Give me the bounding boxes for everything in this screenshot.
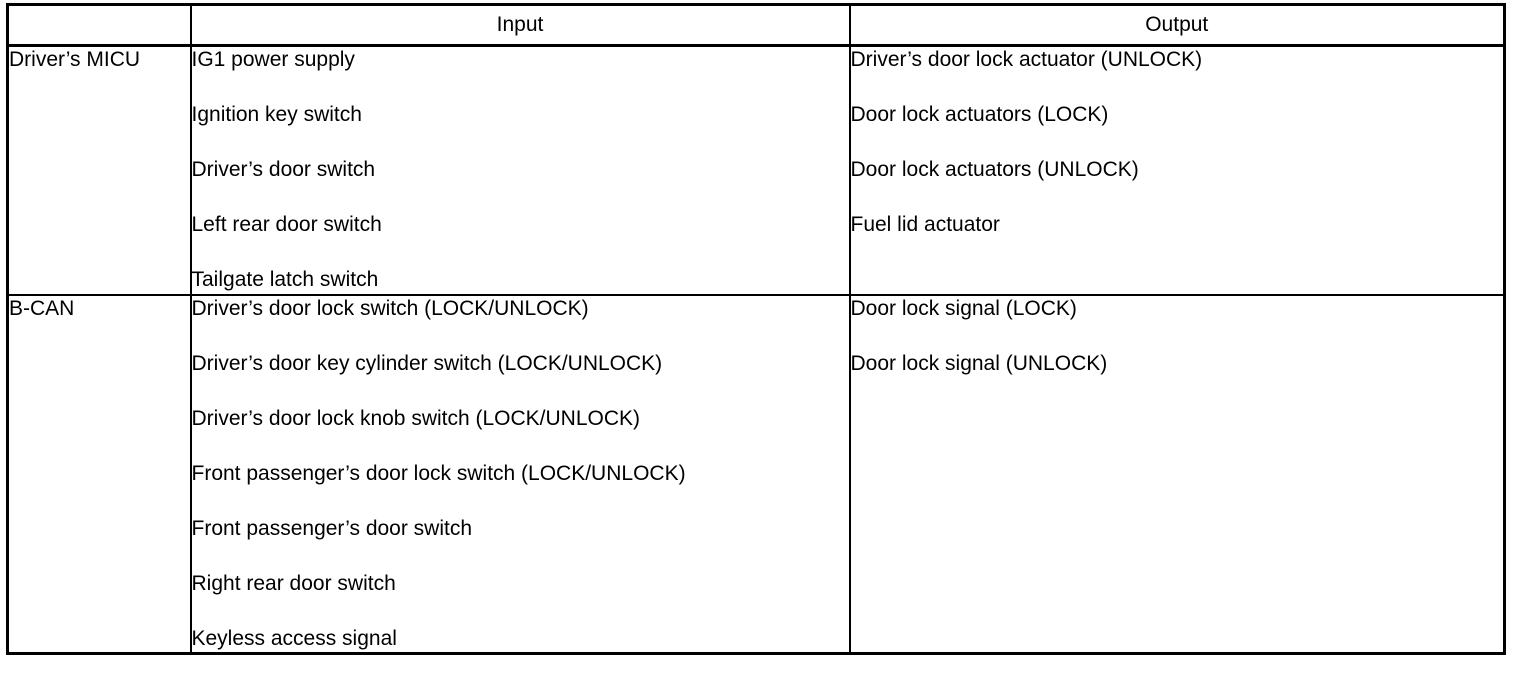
column-header-module [7, 4, 192, 47]
row-module-name: Driver’s MICU [7, 45, 192, 296]
row-output-cell: Driver’s door lock actuator (UNLOCK) Doo… [849, 45, 1505, 296]
list-item: Left rear door switch [191, 213, 382, 236]
row-output-cell: Door lock signal (LOCK) Door lock signal… [849, 295, 1505, 654]
list-item: Fuel lid actuator [850, 213, 1000, 236]
output-list: Door lock signal (LOCK) Door lock signal… [851, 296, 1504, 377]
input-list: IG1 power supply Ignition key switch Dri… [192, 47, 849, 293]
output-list: Driver’s door lock actuator (UNLOCK) Doo… [851, 47, 1504, 238]
list-item: Right rear door switch [191, 572, 396, 595]
list-item: Door lock actuators (LOCK) [850, 103, 1109, 126]
list-item: Door lock signal (LOCK) [850, 297, 1077, 320]
input-output-table: Input Output Driver’s MICU IG1 power sup… [6, 3, 1506, 655]
list-item: Tailgate latch switch [191, 268, 379, 291]
list-item: Driver’s door lock actuator (UNLOCK) [850, 48, 1203, 71]
list-item: Keyless access signal [191, 627, 397, 650]
table-header-row: Input Output [7, 4, 1505, 47]
list-item: Front passenger’s door lock switch (LOCK… [191, 462, 686, 485]
list-item: Door lock signal (UNLOCK) [850, 352, 1108, 375]
list-item: IG1 power supply [191, 48, 355, 71]
list-item: Door lock actuators (UNLOCK) [850, 158, 1139, 181]
list-item: Front passenger’s door switch [191, 517, 473, 540]
column-header-input: Input [190, 4, 851, 47]
row-input-cell: IG1 power supply Ignition key switch Dri… [190, 45, 851, 296]
table-body: Driver’s MICU IG1 power supply Ignition … [7, 45, 1505, 654]
list-item: Driver’s door lock knob switch (LOCK/UNL… [191, 407, 641, 430]
table-row: B-CAN Driver’s door lock switch (LOCK/UN… [7, 295, 1505, 654]
table-row: Driver’s MICU IG1 power supply Ignition … [7, 45, 1505, 296]
list-item: Driver’s door switch [191, 158, 376, 181]
list-item: Driver’s door key cylinder switch (LOCK/… [191, 352, 663, 375]
column-header-output: Output [849, 4, 1505, 47]
list-item: Driver’s door lock switch (LOCK/UNLOCK) [191, 297, 589, 320]
row-input-cell: Driver’s door lock switch (LOCK/UNLOCK) … [190, 295, 851, 654]
input-list: Driver’s door lock switch (LOCK/UNLOCK) … [192, 296, 849, 652]
row-module-name: B-CAN [7, 295, 192, 654]
list-item: Ignition key switch [191, 103, 362, 126]
